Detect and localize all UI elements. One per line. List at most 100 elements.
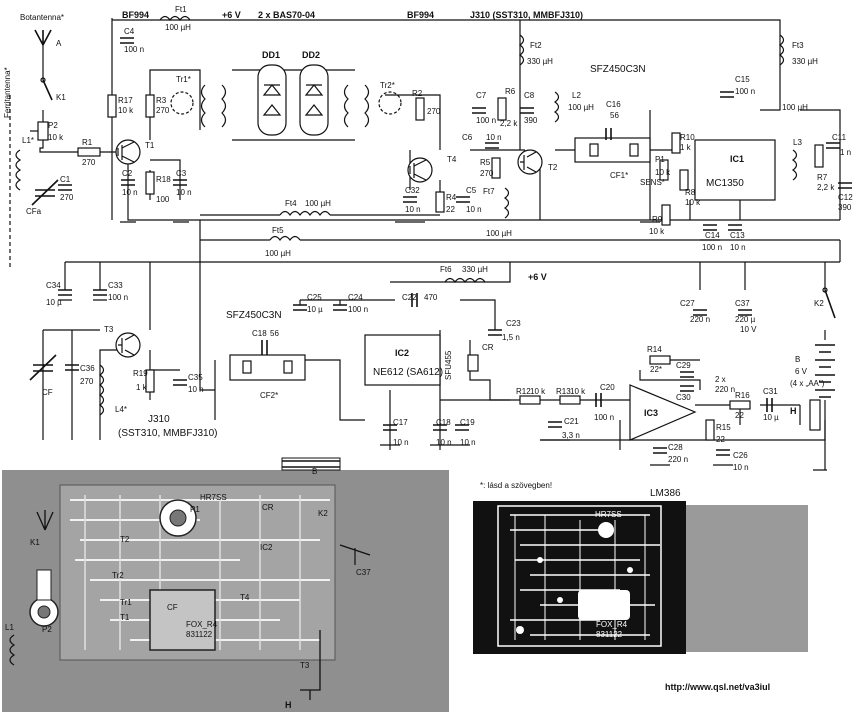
label-r12-val: 10 k bbox=[530, 387, 546, 396]
copper-plane bbox=[578, 590, 630, 620]
label-c35-val: 10 n bbox=[188, 385, 204, 394]
pcb-label-h: H bbox=[285, 700, 292, 710]
label-c17: C17 bbox=[393, 418, 408, 427]
label-c5: C5 bbox=[466, 186, 477, 195]
label-r7-val: 2,2 k bbox=[817, 183, 835, 192]
coil-l4 bbox=[98, 364, 105, 416]
coil-tr2-a bbox=[343, 84, 349, 128]
capacitor-c18 bbox=[433, 424, 447, 431]
label-c1-val: 270 bbox=[60, 193, 74, 202]
label-sfz-top: SFZ450C3N bbox=[590, 64, 646, 75]
capacitor-c28 bbox=[653, 447, 667, 454]
label-r15: R15 bbox=[716, 423, 731, 432]
resistor-r1 bbox=[77, 147, 101, 157]
label-r14-val: 22* bbox=[650, 365, 662, 374]
label-c6: C6 bbox=[462, 133, 473, 142]
capacitor-c17 bbox=[383, 424, 397, 431]
label-c18-top-val: 56 bbox=[270, 329, 279, 338]
label-r6-val: 2,2 k bbox=[500, 119, 518, 128]
label-tr1: Tr1* bbox=[176, 75, 191, 84]
ic1-body bbox=[694, 139, 776, 201]
label-c5-val: 10 n bbox=[466, 205, 482, 214]
capacitor-c1 bbox=[58, 184, 72, 191]
label-ft1: Ft1 bbox=[175, 5, 187, 14]
diode-symbol-3 bbox=[262, 104, 282, 116]
diode-dd2 bbox=[299, 64, 329, 136]
label-r9: R9 bbox=[652, 215, 663, 224]
label-c27: C27 bbox=[680, 299, 695, 308]
label-cf2: CF2* bbox=[260, 391, 278, 400]
label-c24: C24 bbox=[348, 293, 363, 302]
label-r14: R14 bbox=[647, 345, 662, 354]
label-c14-val: 100 n bbox=[702, 243, 722, 252]
pcb-label-k2: K2 bbox=[318, 509, 328, 518]
label-r7: R7 bbox=[817, 173, 828, 182]
label-c20: C20 bbox=[600, 383, 615, 392]
label-l1: L1* bbox=[22, 136, 34, 145]
label-ft3-val: 330 µH bbox=[792, 57, 818, 66]
label-c31-val: 10 µ bbox=[763, 413, 779, 422]
label-c12-val: 390 bbox=[838, 203, 852, 212]
capacitor-c11 bbox=[826, 142, 840, 149]
diode-dd1 bbox=[257, 64, 287, 136]
label-dd1: DD1 bbox=[262, 50, 280, 60]
label-c33: C33 bbox=[108, 281, 123, 290]
headphone-jack-h bbox=[809, 399, 821, 431]
label-c37-v: 10 V bbox=[740, 325, 757, 334]
label-c30: C30 bbox=[676, 393, 691, 402]
capacitor-c12 bbox=[838, 182, 852, 189]
capacitor-c23 bbox=[488, 329, 502, 336]
label-r18: R18 bbox=[156, 175, 171, 184]
label-c29: C29 bbox=[676, 361, 691, 370]
potentiometer-p2 bbox=[37, 121, 49, 141]
capacitor-c34 bbox=[58, 289, 72, 296]
label-c13: C13 bbox=[730, 231, 745, 240]
label-c33-val: 100 n bbox=[108, 293, 128, 302]
capacitor-c21 bbox=[548, 421, 562, 428]
label-ic1: IC1 bbox=[730, 154, 744, 164]
resistor-r13 bbox=[559, 395, 581, 405]
capacitor-c24 bbox=[333, 304, 347, 311]
label-r6: R6 bbox=[505, 87, 516, 96]
label-ft7-val: 100 µH bbox=[486, 229, 512, 238]
label-r1-val: 270 bbox=[82, 158, 96, 167]
label-r2: R2 bbox=[412, 89, 423, 98]
label-ferritantenna: Ferritantenna* bbox=[3, 67, 12, 118]
label-c31: C31 bbox=[763, 387, 778, 396]
label-k1: K1 bbox=[56, 93, 66, 102]
label-botantenna: Botantenna* bbox=[20, 13, 64, 22]
pcb-label-fox: FOX_R4 bbox=[186, 620, 218, 629]
resistor-r12 bbox=[519, 395, 541, 405]
schematic-labels: Botantenna* A Ferritantenna* K1 P2 10 k … bbox=[3, 5, 853, 499]
resistor-r14 bbox=[649, 355, 671, 365]
label-c6-val: 10 n bbox=[486, 133, 502, 142]
label-j310-low-alt: (SST310, MMBFJ310) bbox=[118, 428, 217, 439]
label-c15: C15 bbox=[735, 75, 750, 84]
label-h: H bbox=[790, 406, 797, 416]
pcb-label-ic2: IC2 bbox=[260, 543, 273, 552]
label-r8: R8 bbox=[685, 188, 696, 197]
diode-symbol-1 bbox=[262, 84, 282, 96]
label-t1: T1 bbox=[145, 141, 155, 150]
label-r8-val: 10 k bbox=[685, 198, 701, 207]
resonator-cr bbox=[467, 354, 479, 372]
label-c16: C16 bbox=[606, 100, 621, 109]
label-ft7: Ft7 bbox=[483, 187, 495, 196]
ic2-body bbox=[364, 334, 441, 386]
pcb-label-cf: CF bbox=[167, 603, 178, 612]
label-ft5-val: 100 µH bbox=[265, 249, 291, 258]
resistor-r19 bbox=[145, 369, 155, 393]
label-k2: K2 bbox=[814, 299, 824, 308]
pcb-component-side: FOX_R4 831122 HR7SS P1 P2 K1 K2 L1 T1 T2… bbox=[2, 457, 449, 712]
label-c16-val: 56 bbox=[610, 111, 619, 120]
label-c23-val: 1,5 n bbox=[502, 333, 520, 342]
label-lm386: LM386 bbox=[650, 488, 681, 499]
pcb-label-p1: P1 bbox=[190, 505, 200, 514]
pcb-label-b: B bbox=[312, 467, 317, 476]
label-p2-val: 10 k bbox=[48, 133, 64, 142]
label-ft4: Ft4 bbox=[285, 199, 297, 208]
capacitor-c25 bbox=[293, 304, 307, 311]
label-c27-val: 220 n bbox=[690, 315, 710, 324]
